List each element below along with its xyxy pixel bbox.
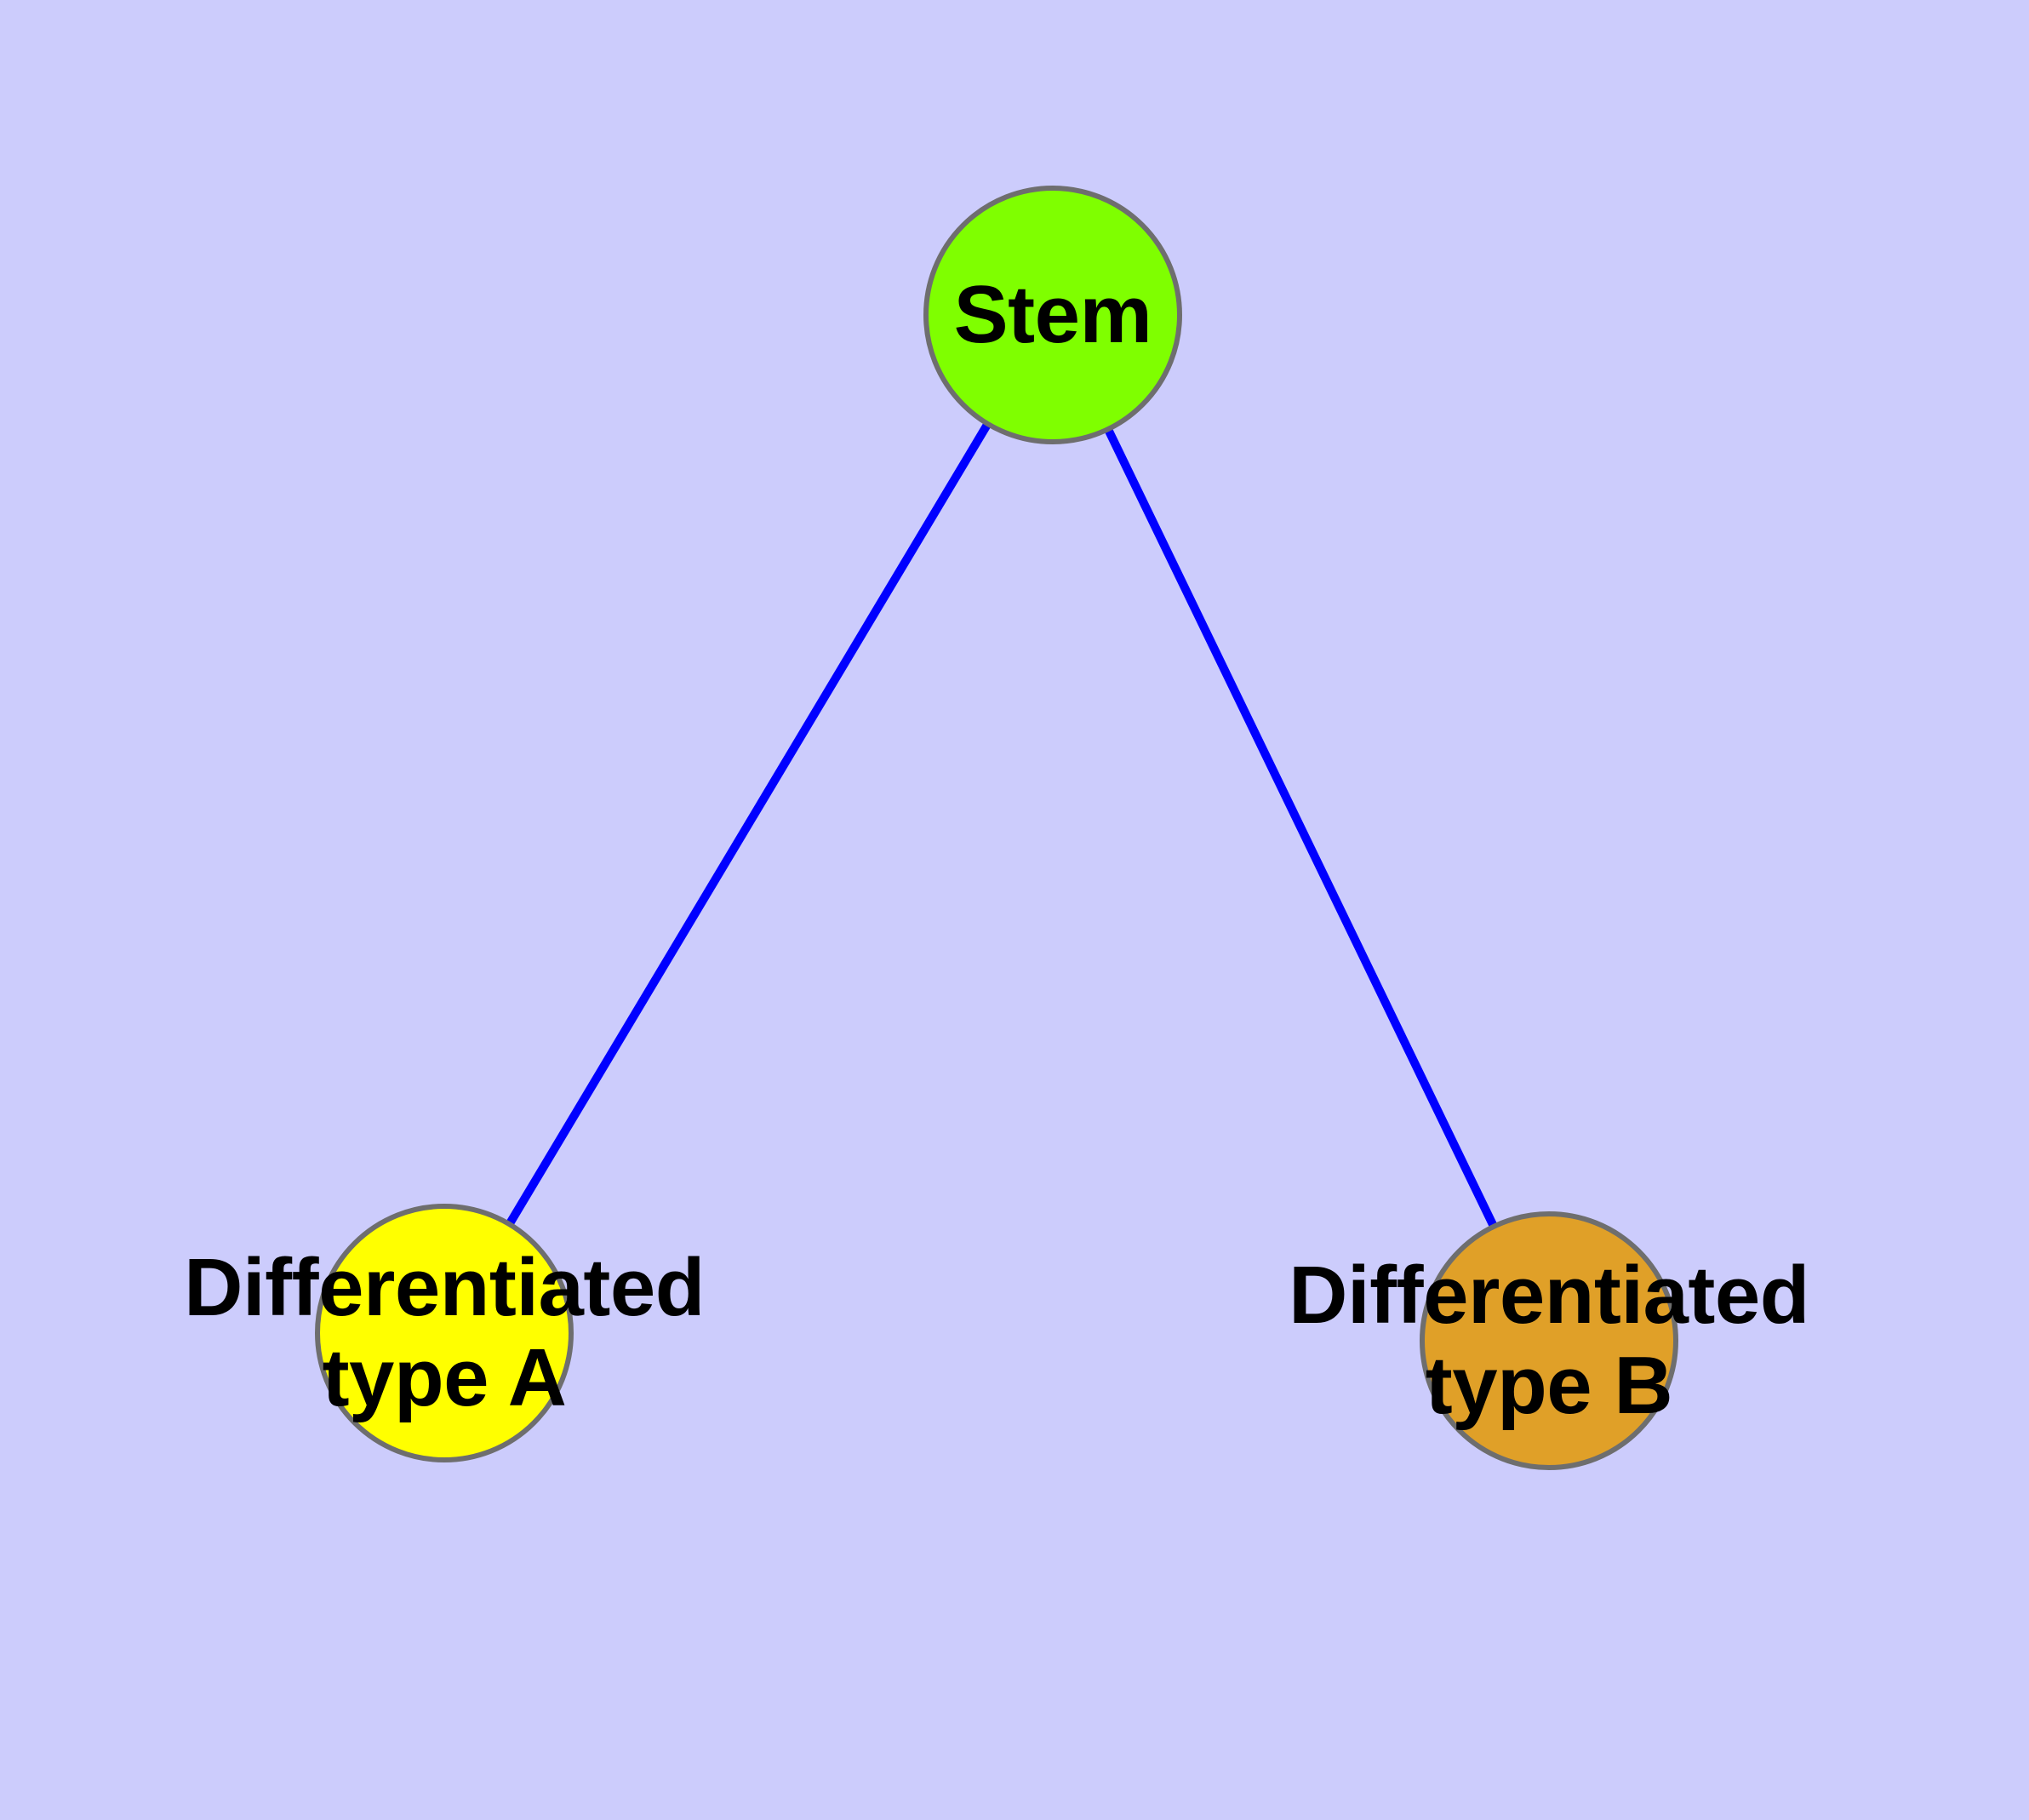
edges-group — [440, 312, 1553, 1343]
graph-edge[interactable] — [1049, 312, 1553, 1343]
graph-node-stem[interactable] — [923, 186, 1182, 444]
graph-node-diff-b[interactable] — [1420, 1211, 1678, 1470]
graph-node-diff-a[interactable] — [315, 1204, 574, 1462]
graph-edge[interactable] — [440, 312, 1057, 1336]
